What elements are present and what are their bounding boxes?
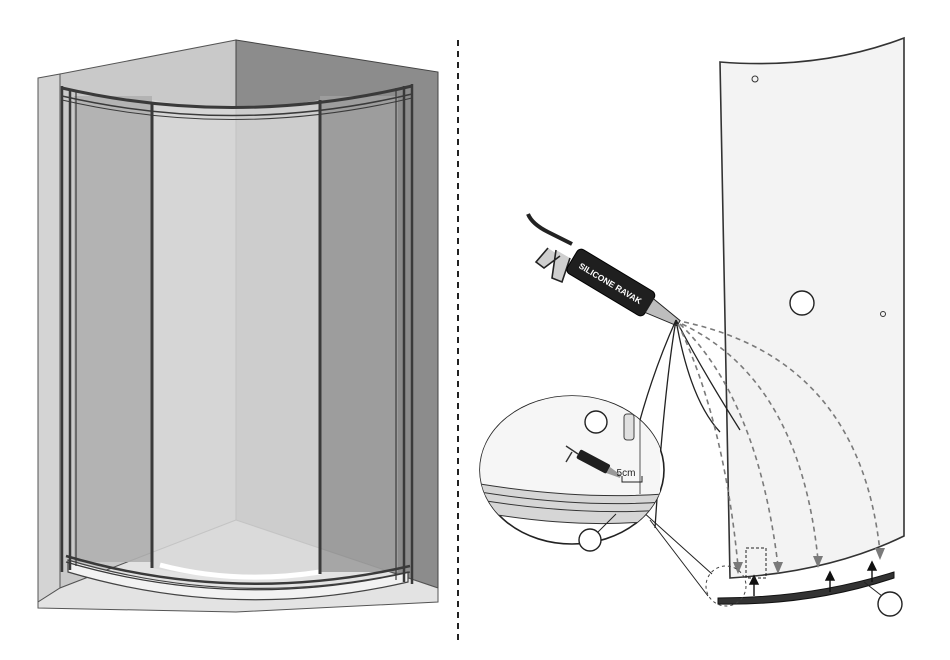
inset-connector-bottom (650, 520, 708, 596)
left-wall (38, 74, 60, 602)
left-fixed-glass (74, 96, 152, 562)
silicone-gun: SILICONE RAVAK (528, 214, 686, 335)
spacing-label: 5cm (617, 468, 636, 479)
inset-panel-surface (480, 396, 660, 496)
gun-plunger-rod (528, 214, 572, 244)
front-curved-glass (152, 100, 320, 578)
panel-marker (790, 291, 814, 315)
gun-handle (536, 248, 570, 282)
sealing-instructions: SILICONE RAVAK (480, 38, 904, 616)
detail-inset: 5cm (480, 396, 664, 551)
right-fixed-glass (320, 96, 398, 572)
assembled-enclosure (38, 40, 438, 612)
tray-marker (878, 592, 902, 616)
inset-panel-marker (585, 411, 607, 433)
inset-seal-marker (579, 529, 601, 551)
